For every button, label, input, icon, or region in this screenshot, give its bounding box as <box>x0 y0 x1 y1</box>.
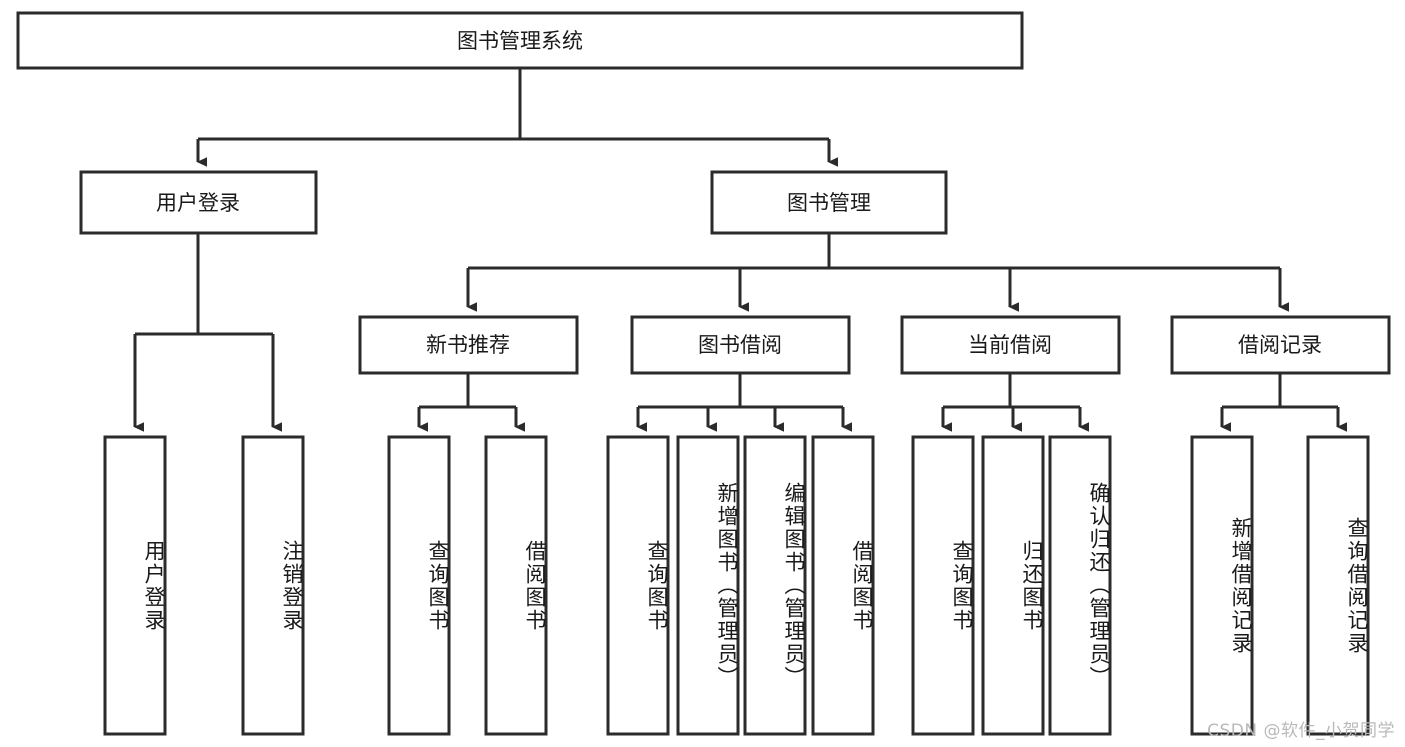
node-root-label: 图书管理系统 <box>457 29 583 53</box>
node-current-borrow-label: 当前借阅 <box>968 333 1052 357</box>
leaf-box-add-record[interactable] <box>1190 435 1254 736</box>
node-borrow-record-box <box>1170 315 1391 375</box>
leaf-box-logout[interactable] <box>241 435 305 736</box>
node-new-book-recommend-box <box>358 315 579 375</box>
csdn-watermark: CSDN @软件_小贺同学 <box>1207 721 1395 741</box>
leaf-box-borrow-book-2[interactable] <box>811 435 875 736</box>
leaf-box-query-record[interactable] <box>1306 435 1370 736</box>
leaf-box-query-book-3[interactable] <box>911 435 975 736</box>
node-borrow-record-label: 借阅记录 <box>1238 333 1322 357</box>
node-book-manage[interactable]: 图书管理 <box>710 170 948 235</box>
node-root-box <box>16 11 1024 70</box>
node-book-borrow-box <box>630 315 851 375</box>
leaf-box-confirm-return[interactable] <box>1048 435 1112 736</box>
node-book-borrow[interactable]: 图书借阅 <box>630 315 851 375</box>
leaf-box-user-login[interactable] <box>103 435 167 736</box>
node-current-borrow-box <box>900 315 1121 375</box>
node-root[interactable]: 图书管理系统 <box>16 11 1024 70</box>
node-current-borrow[interactable]: 当前借阅 <box>900 315 1121 375</box>
node-borrow-record[interactable]: 借阅记录 <box>1170 315 1391 375</box>
leaf-box-borrow-book-1[interactable] <box>484 435 548 736</box>
node-new-book-recommend[interactable]: 新书推荐 <box>358 315 579 375</box>
node-user-login-label: 用户登录 <box>156 191 240 215</box>
node-book-manage-box <box>710 170 948 235</box>
node-book-borrow-label: 图书借阅 <box>698 333 782 357</box>
node-new-book-recommend-label: 新书推荐 <box>426 333 510 357</box>
leaf-box-add-book[interactable] <box>676 435 740 736</box>
leaf-box-query-book-2[interactable] <box>606 435 670 736</box>
leaf-box-query-book-1[interactable] <box>387 435 451 736</box>
leaf-box-return-book[interactable] <box>981 435 1045 736</box>
leaf-box-edit-book[interactable] <box>743 435 807 736</box>
node-book-manage-label: 图书管理 <box>787 191 871 215</box>
node-user-login[interactable]: 用户登录 <box>79 170 318 235</box>
